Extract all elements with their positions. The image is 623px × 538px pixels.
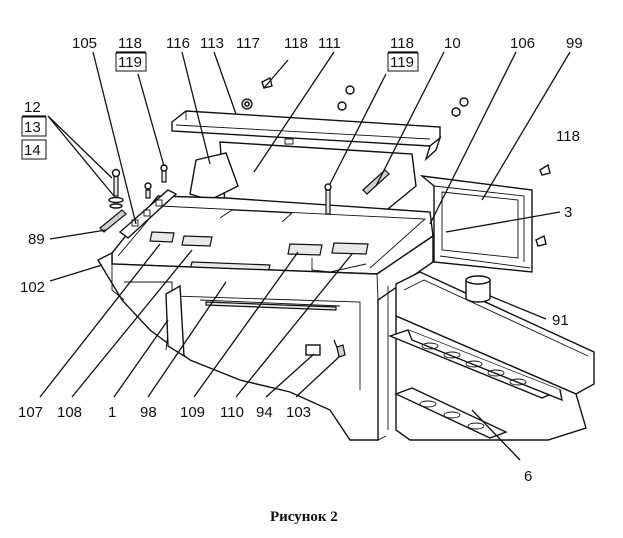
small-parts [305, 339, 346, 358]
label-102: 102 [20, 279, 45, 296]
label-119-center: 119 [390, 54, 414, 71]
label-118-top: 118 [284, 35, 308, 52]
label-119-left: 119 [118, 54, 142, 71]
label-10: 10 [444, 35, 461, 52]
label-110: 110 [220, 404, 244, 421]
label-6: 6 [524, 468, 532, 485]
label-105: 105 [72, 35, 97, 52]
label-108: 108 [57, 404, 82, 421]
leader-lines [39, 51, 571, 461]
label-1: 1 [108, 404, 116, 421]
label-98: 98 [140, 404, 157, 421]
label-box [387, 52, 419, 72]
label-99: 99 [566, 35, 583, 52]
label-107: 107 [18, 404, 43, 421]
label-116: 116 [166, 35, 190, 52]
label-109: 109 [180, 404, 205, 421]
label-box [21, 139, 47, 160]
label-91: 91 [552, 312, 569, 329]
label-89: 89 [28, 231, 45, 248]
label-14: 14 [24, 142, 41, 159]
cylinder-part [465, 275, 491, 303]
label-box [115, 52, 147, 72]
label-118-left: 118 [118, 35, 142, 52]
label-13: 13 [24, 119, 41, 136]
label-103: 103 [286, 404, 311, 421]
figure-caption: Рисунок 2 [270, 509, 338, 525]
back-door-part [419, 175, 533, 273]
label-3: 3 [564, 204, 572, 221]
inner-panel-part [165, 284, 341, 358]
door-shelves-part [387, 271, 595, 441]
part-labels: 105 118 119 116 113 117 118 111 118 119 … [18, 35, 583, 485]
label-117: 117 [236, 35, 260, 52]
handle-part [362, 169, 390, 195]
label-12: 12 [24, 99, 41, 116]
label-118-center: 118 [390, 35, 414, 52]
label-94: 94 [256, 404, 273, 421]
lid-part [171, 110, 442, 162]
screw-group-part [108, 168, 124, 209]
label-111: 111 [318, 35, 341, 52]
label-113: 113 [200, 35, 224, 52]
label-box [21, 116, 47, 137]
plate-part [189, 152, 239, 201]
strip-part [118, 164, 178, 239]
label-118-right: 118 [556, 128, 580, 145]
fastener-parts [241, 76, 551, 247]
label-106: 106 [510, 35, 535, 52]
hinge-part [99, 209, 127, 233]
